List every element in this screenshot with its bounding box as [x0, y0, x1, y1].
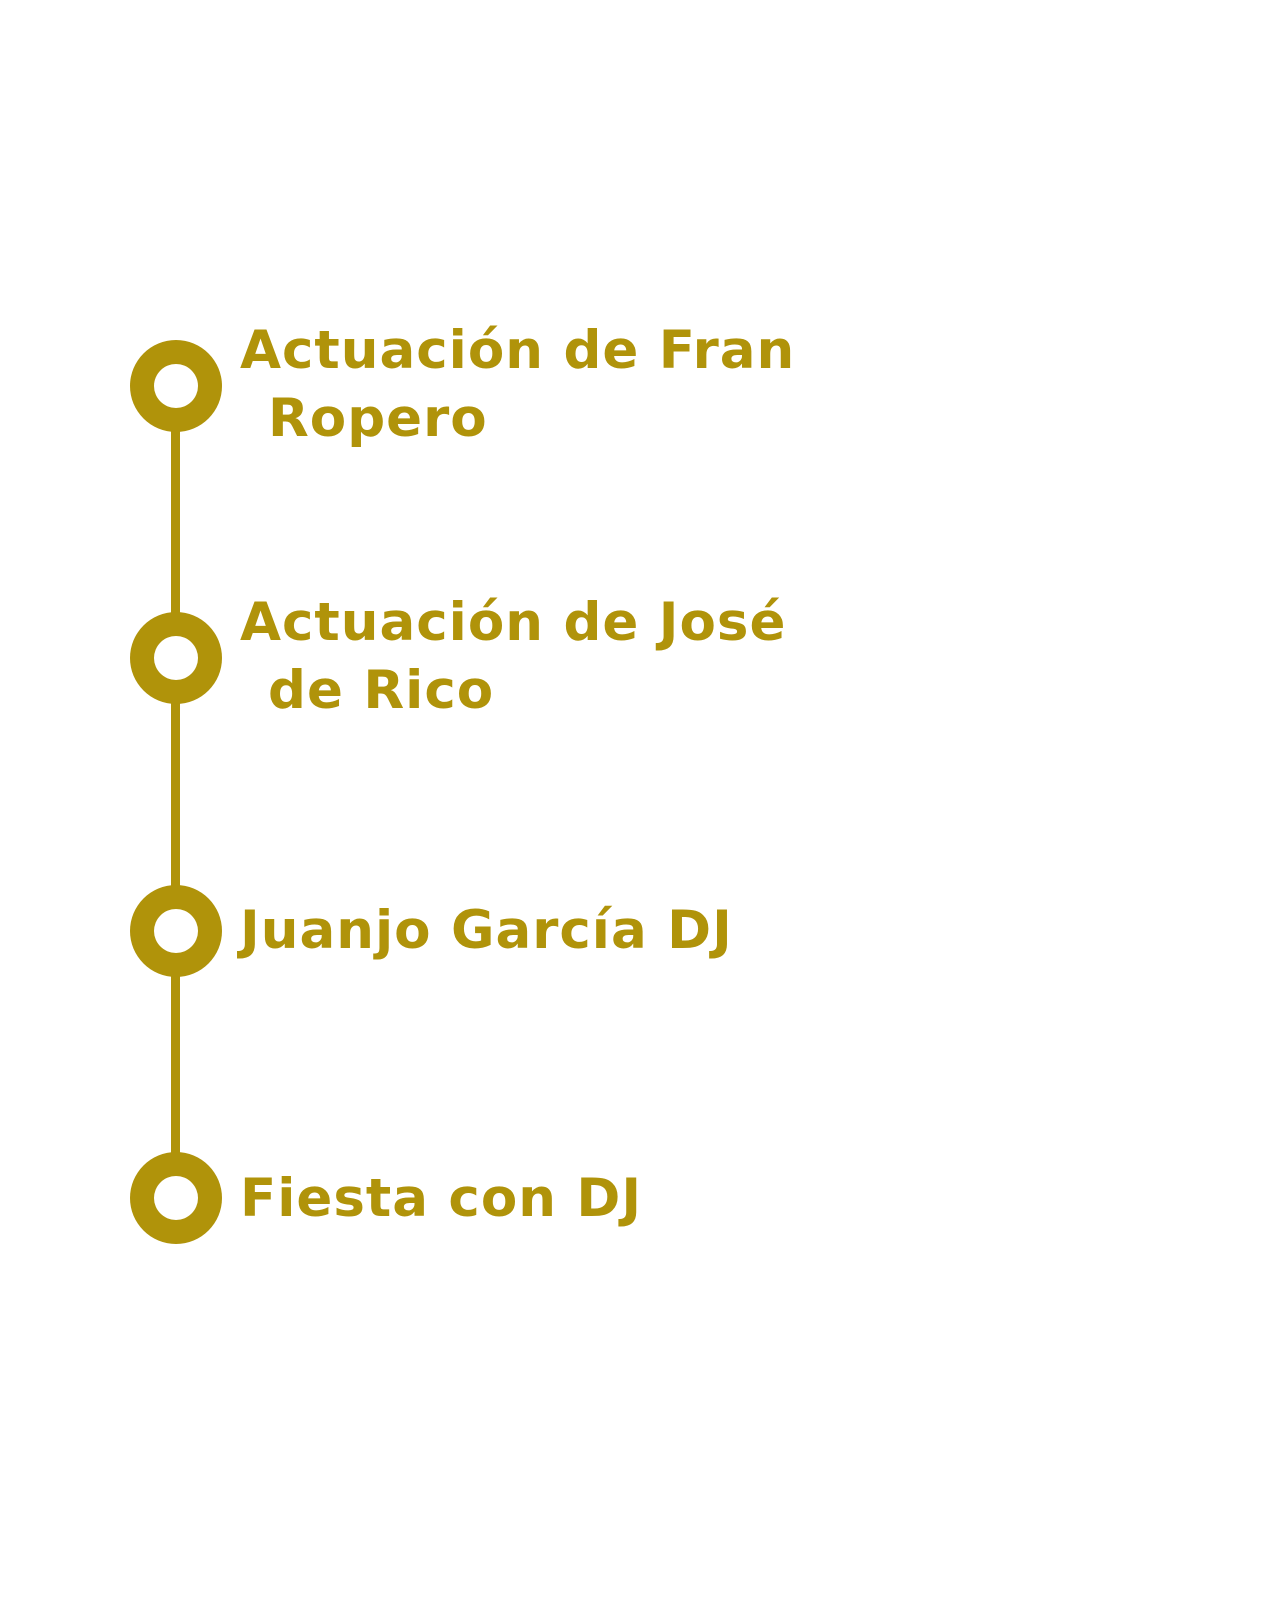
event-title-line1: Actuación de José	[240, 592, 787, 653]
timeline-node-1	[130, 340, 222, 432]
timeline-event-4-label: Fiesta con DJ	[240, 1165, 800, 1233]
ring-icon	[130, 885, 222, 977]
timeline-connector-line	[171, 380, 180, 1190]
event-title-line1: Actuación de Fran	[240, 320, 796, 381]
timeline-event-1-label: Actuación de Fran Ropero	[240, 317, 800, 453]
event-title-line2: Ropero	[268, 388, 488, 449]
timeline-event-2-label: Actuación de José de Rico	[240, 589, 800, 725]
timeline-node-2	[130, 612, 222, 704]
timeline-node-3	[130, 885, 222, 977]
timeline-node-4	[130, 1152, 222, 1244]
ring-icon	[130, 612, 222, 704]
event-title: Fiesta con DJ	[240, 1168, 643, 1229]
timeline-event-3-label: Juanjo García DJ	[240, 897, 800, 965]
ring-icon	[130, 340, 222, 432]
ring-icon	[130, 1152, 222, 1244]
event-title-line2: de Rico	[268, 660, 495, 721]
event-title: Juanjo García DJ	[240, 900, 733, 961]
